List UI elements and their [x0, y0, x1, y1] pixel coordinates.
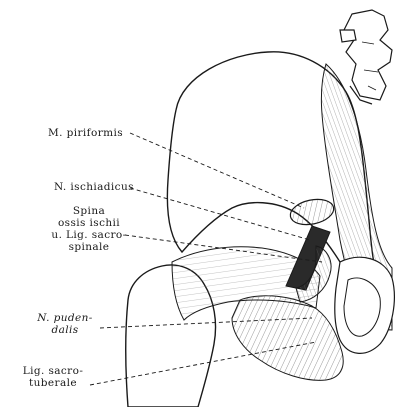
label-pudendalis-line1: N. puden-	[30, 312, 100, 324]
label-piriformis: M. piriformis	[48, 127, 123, 139]
label-spina-line2: ossis ischii	[44, 217, 134, 229]
sacrum	[340, 10, 392, 104]
label-sacrotuberale-line1: Lig. sacro-	[8, 365, 98, 377]
label-ischiadicus: N. ischiadicus	[54, 181, 134, 193]
label-spina-line4: spinale	[44, 241, 134, 253]
label-sacrotuberale-line2: tuberale	[8, 377, 98, 389]
label-spina-line3: u. Lig. sacro-	[44, 229, 134, 241]
label-spina-line1: Spina	[44, 205, 134, 217]
label-pudendalis-line2: dalis	[30, 324, 100, 336]
ischium	[232, 296, 343, 381]
